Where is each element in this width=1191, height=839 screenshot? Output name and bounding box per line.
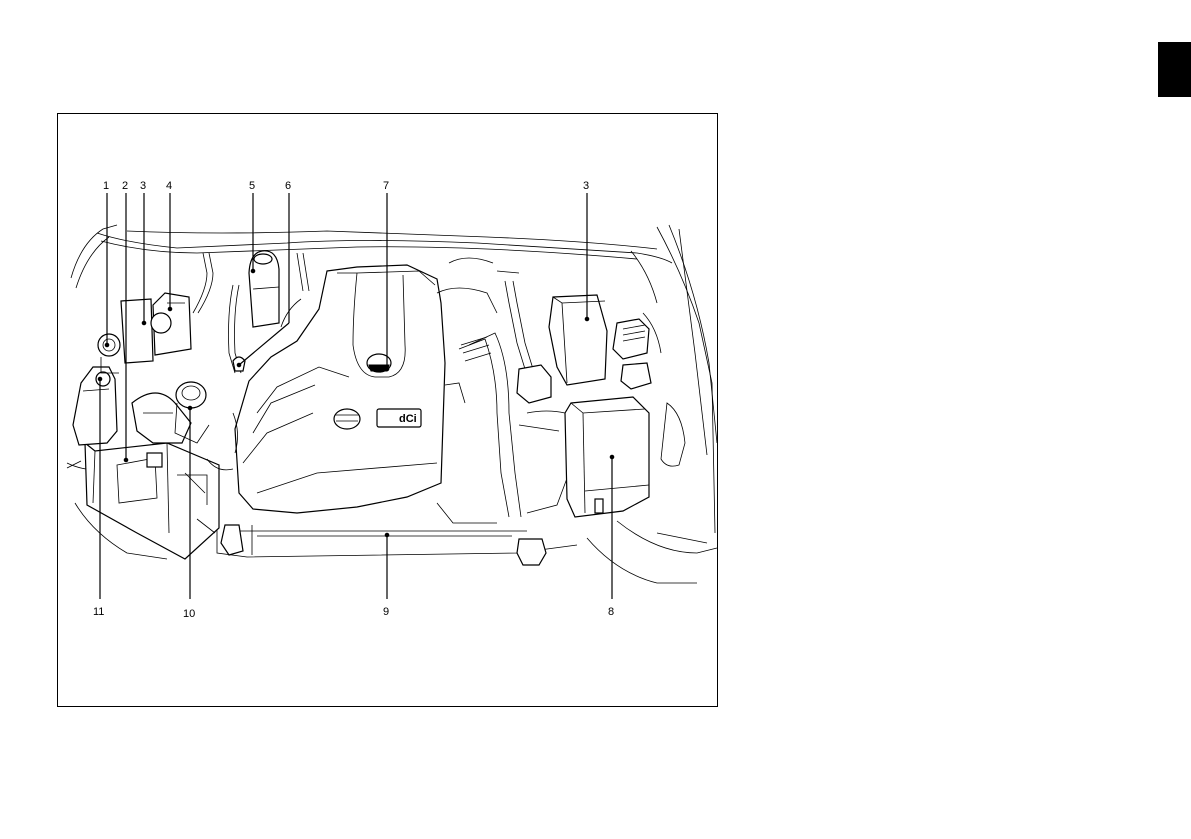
engine-emblem-text: dCi — [399, 413, 417, 425]
section-tab-marker — [1158, 42, 1191, 97]
callout-label: 7 — [383, 180, 389, 192]
fuse-relay-box — [549, 295, 651, 389]
callout-label: 1 — [103, 180, 109, 192]
callout-label: 3 — [140, 180, 146, 192]
callout-label: 5 — [249, 180, 255, 192]
fuel-filter — [151, 253, 213, 355]
front-crossmember — [217, 523, 577, 565]
callout-label: 11 — [93, 606, 104, 618]
callout-label: 2 — [122, 180, 128, 192]
callout-label: 10 — [183, 608, 195, 620]
air-filter-box — [565, 397, 649, 517]
engine-compartment-illustration: dCi 1 2 3 4 5 6 7 3 8 9 10 11 — [57, 113, 718, 707]
callout-label: 6 — [285, 180, 291, 192]
callout-label: 8 — [608, 606, 614, 618]
callout-label: 9 — [383, 606, 389, 618]
callout-label: 3 — [583, 180, 589, 192]
washer-tank — [73, 367, 117, 445]
intake-pipes — [437, 258, 569, 517]
callout-label: 4 — [166, 180, 172, 192]
